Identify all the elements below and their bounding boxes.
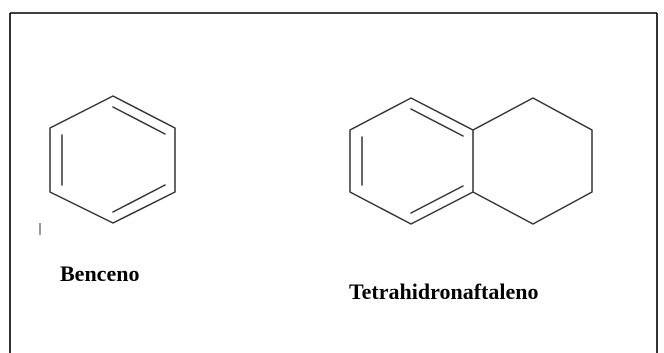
benzene-structure <box>49 95 176 224</box>
saturated-ring <box>472 97 593 225</box>
benzene-ring <box>49 95 176 224</box>
aromatic-ring <box>349 97 474 225</box>
tetrahydronaphthalene-label: Tetrahidronaftaleno <box>349 279 538 304</box>
tetrahydronaphthalene-structure <box>349 97 593 225</box>
aromatic-double-bond <box>410 108 464 137</box>
benzene-double-bond <box>112 106 166 135</box>
benzene-double-bond <box>112 184 166 213</box>
figure-frame <box>9 12 658 353</box>
benzene-label: Benceno <box>60 261 139 286</box>
aromatic-double-bond <box>410 185 464 214</box>
